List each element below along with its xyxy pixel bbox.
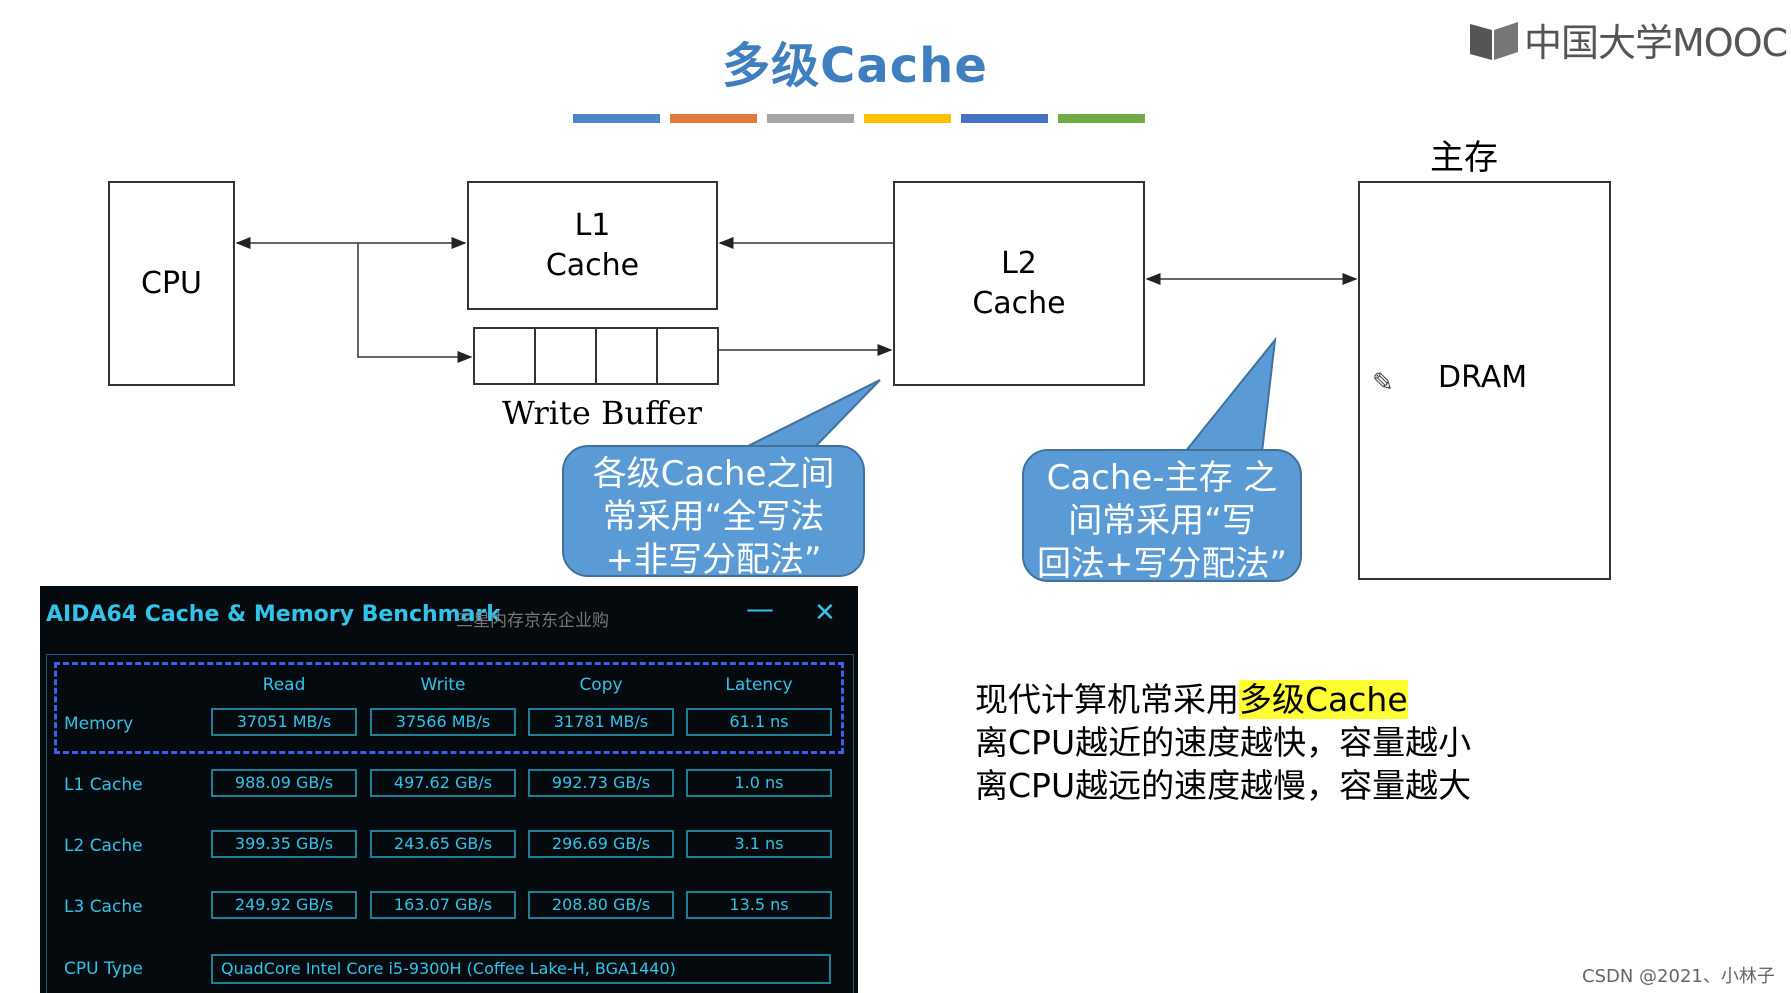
color-bar xyxy=(1058,114,1145,123)
column-header-latency: Latency xyxy=(725,675,793,695)
row-label-l1: L1 Cache xyxy=(64,775,143,795)
column-header-write: Write xyxy=(420,675,466,695)
column-header-copy: Copy xyxy=(579,675,623,695)
callout-line: +非写分配法” xyxy=(605,540,822,580)
book-logo-icon xyxy=(1470,21,1518,60)
callout-right-tail xyxy=(1182,336,1277,453)
row-label-memory: Memory xyxy=(64,714,134,734)
l1-cache-box: L1 Cache xyxy=(467,181,718,310)
callout-cache-memory: Cache-主存 之 间常采用“写 回法+写分配法” xyxy=(1022,449,1302,584)
cpu-label: CPU xyxy=(141,265,202,301)
dram-label: DRAM xyxy=(1438,360,1528,395)
dram-box xyxy=(1358,181,1611,580)
callout-line: 各级Cache之间 xyxy=(592,454,835,494)
l2-label-line2: Cache xyxy=(972,285,1066,321)
write-buffer-slot xyxy=(475,329,536,383)
row-label-l2: L2 Cache xyxy=(64,836,143,856)
callout-cache-levels: 各级Cache之间 常采用“全写法 +非写分配法” xyxy=(562,445,865,580)
notes-text: 现代计算机常采用多级Cache 离CPU越近的速度越快，容量越小 离CPU越远的… xyxy=(975,678,1471,807)
l2-write-value: 243.65 GB/s xyxy=(370,830,516,858)
l2-read-value: 399.35 GB/s xyxy=(211,830,357,858)
note-highlight: 多级Cache xyxy=(1239,680,1408,719)
color-bar xyxy=(573,114,660,123)
pencil-icon: ✎ xyxy=(1372,368,1394,398)
main-memory-label: 主存 xyxy=(1430,138,1498,178)
l3-read-value: 249.92 GB/s xyxy=(211,891,357,919)
l3-write-value: 163.07 GB/s xyxy=(370,891,516,919)
write-buffer-slot xyxy=(597,329,658,383)
color-bar xyxy=(670,114,757,123)
l2-copy-value: 296.69 GB/s xyxy=(528,830,674,858)
csdn-watermark: CSDN @2021、小林子 xyxy=(1582,966,1775,987)
write-buffer-label: Write Buffer xyxy=(502,394,703,432)
l1-write-value: 497.62 GB/s xyxy=(370,769,516,797)
callout-line: 常采用“全写法 xyxy=(602,497,825,537)
l3-copy-value: 208.80 GB/s xyxy=(528,891,674,919)
memory-row-highlight xyxy=(54,662,844,754)
slide-title: 多级Cache xyxy=(722,38,988,94)
minimize-button[interactable]: — xyxy=(746,592,774,625)
note-line-3: 离CPU越远的速度越慢，容量越大 xyxy=(975,766,1472,805)
write-buffer-box xyxy=(473,327,719,385)
color-bar xyxy=(961,114,1048,123)
cpu-box: CPU xyxy=(108,181,235,386)
l2-label-line1: L2 xyxy=(1001,245,1037,281)
write-buffer-slot xyxy=(658,329,717,383)
memory-latency-value: 61.1 ns xyxy=(686,708,832,736)
l1-read-value: 988.09 GB/s xyxy=(211,769,357,797)
memory-read-value: 37051 MB/s xyxy=(211,708,357,736)
mooc-logo: 中国大学MOOC xyxy=(1468,12,1788,67)
memory-write-value: 37566 MB/s xyxy=(370,708,516,736)
benchmark-title: AIDA64 Cache & Memory Benchmark xyxy=(46,602,501,627)
callout-line: Cache-主存 之 xyxy=(1046,458,1278,498)
color-bar xyxy=(864,114,951,123)
row-label-cpu-type: CPU Type xyxy=(64,959,144,979)
close-button[interactable]: ✕ xyxy=(814,598,836,628)
color-bar xyxy=(767,114,854,123)
arrow-cpu-to-write-buffer xyxy=(357,243,473,363)
callout-line: 回法+写分配法” xyxy=(1036,544,1288,584)
color-bars xyxy=(573,114,1145,123)
l1-label-line2: Cache xyxy=(545,247,640,283)
cpu-type-value: QuadCore Intel Core i5-9300H (Coffee Lak… xyxy=(211,954,831,984)
l2-cache-box: L2 Cache xyxy=(893,181,1145,386)
l3-latency-value: 13.5 ns xyxy=(686,891,832,919)
row-label-l3: L3 Cache xyxy=(64,897,143,917)
note-prefix: 现代计算机常采用 xyxy=(975,680,1239,719)
column-header-read: Read xyxy=(262,675,306,695)
callout-left-tail xyxy=(739,379,881,451)
memory-copy-value: 31781 MB/s xyxy=(528,708,674,736)
l1-cache-label: L1 Cache xyxy=(546,206,639,286)
benchmark-frame xyxy=(46,654,854,993)
aida64-benchmark-window: AIDA64 Cache & Memory Benchmark 三星内存京东企业… xyxy=(40,586,858,993)
benchmark-subtitle: 三星内存京东企业购 xyxy=(456,611,609,631)
logo-text: 中国大学MOOC xyxy=(1524,21,1788,65)
l1-copy-value: 992.73 GB/s xyxy=(528,769,674,797)
l2-cache-label: L2 Cache xyxy=(972,244,1065,324)
l2-latency-value: 3.1 ns xyxy=(686,830,832,858)
write-buffer-slot xyxy=(536,329,597,383)
l1-label-line1: L1 xyxy=(574,207,611,243)
l1-latency-value: 1.0 ns xyxy=(686,769,832,797)
callout-line: 间常采用“写 xyxy=(1068,501,1256,541)
note-line-2: 离CPU越近的速度越快，容量越小 xyxy=(975,723,1472,762)
note-line-1: 现代计算机常采用多级Cache xyxy=(975,678,1471,721)
